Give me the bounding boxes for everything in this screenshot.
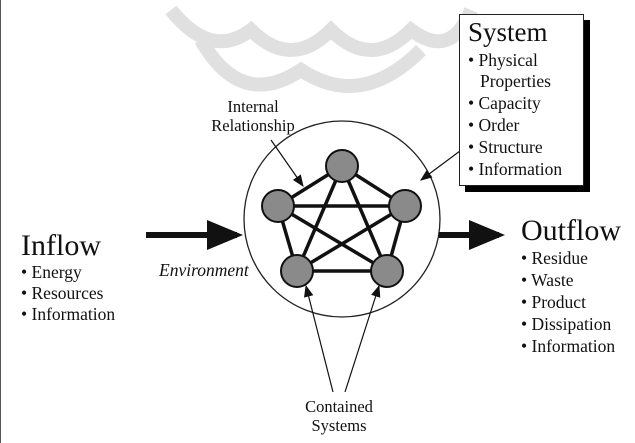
internal-label-line: Internal	[227, 97, 279, 116]
internal-relationship-pointer	[270, 139, 304, 187]
system-node	[280, 254, 314, 288]
system-node	[370, 254, 404, 288]
contained-pointer-right	[344, 284, 381, 393]
system-item: • Capacity	[468, 93, 541, 113]
inflow-item: • Information	[21, 304, 116, 324]
system-node	[325, 149, 359, 183]
internal-relationship-label: Internal Relationship	[203, 97, 303, 136]
link	[295, 165, 344, 272]
system-item: • Physical	[468, 50, 538, 70]
inflow-title: Inflow	[21, 229, 101, 262]
inflow-item: • Energy	[21, 262, 82, 282]
system-node	[388, 189, 422, 223]
inflow-item: • Resources	[21, 283, 104, 303]
system-item: • Structure	[468, 137, 543, 157]
system-box: System • Physical Properties • Capacity …	[459, 14, 584, 186]
system-node	[261, 189, 295, 223]
contained-system-nodes	[261, 149, 422, 288]
contained-label-line: Contained	[305, 397, 373, 416]
outflow-item: • Waste	[521, 270, 574, 290]
internal-label-line: Relationship	[211, 115, 295, 135]
link	[277, 204, 388, 273]
system-title: System	[468, 17, 548, 47]
contained-pointer-left	[304, 284, 334, 393]
outflow-item: • Residue	[521, 248, 588, 268]
environment-label: Environment	[159, 260, 249, 280]
outflow-title: Outflow	[521, 214, 621, 247]
system-item: Properties	[480, 71, 551, 91]
contained-label-line: Systems	[311, 415, 367, 435]
environment-circle	[243, 120, 441, 318]
link	[340, 165, 389, 272]
outflow-item: • Product	[521, 292, 586, 312]
outflow-item: • Information	[521, 336, 616, 356]
link	[296, 204, 406, 273]
outflow-item: • Dissipation	[521, 314, 612, 334]
system-item: • Order	[468, 115, 520, 135]
system-pointer	[420, 147, 465, 181]
contained-systems-label: Contained Systems	[289, 397, 389, 436]
system-item: • Information	[468, 159, 563, 179]
